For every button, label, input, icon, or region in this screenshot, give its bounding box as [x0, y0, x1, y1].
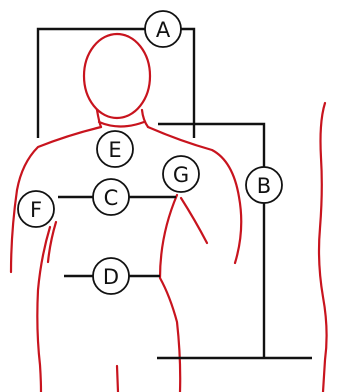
right-inner-arm-outline — [179, 196, 209, 245]
label-c-text: C — [104, 186, 119, 210]
body-outline — [9, 32, 328, 392]
right-leg-inner-outline — [115, 364, 120, 392]
left-shoulder-arm-outline — [9, 125, 103, 274]
label-b-text: B — [257, 174, 271, 198]
label-a: A — [144, 10, 182, 48]
label-d: D — [92, 257, 130, 295]
label-e: E — [96, 130, 134, 168]
label-g-text: G — [173, 163, 189, 187]
side-profile-outline — [317, 101, 328, 392]
label-c: C — [92, 178, 130, 216]
label-b: B — [245, 166, 283, 204]
measure-line-b — [158, 122, 266, 358]
measure-line-a — [36, 27, 196, 138]
label-f: F — [17, 190, 55, 228]
head-outline — [82, 32, 152, 120]
label-g: G — [162, 155, 200, 193]
right-shoulder-arm-outline — [146, 125, 243, 265]
neck-right-outline — [140, 108, 150, 129]
left-torso-outline — [36, 225, 52, 392]
right-torso-outline — [158, 193, 182, 392]
label-a-text: A — [156, 18, 171, 42]
neckline-outline — [97, 120, 146, 128]
label-e-text: E — [108, 138, 121, 162]
label-d-text: D — [103, 265, 119, 289]
label-f-text: F — [30, 198, 42, 222]
left-inner-arm-outline — [46, 220, 58, 264]
